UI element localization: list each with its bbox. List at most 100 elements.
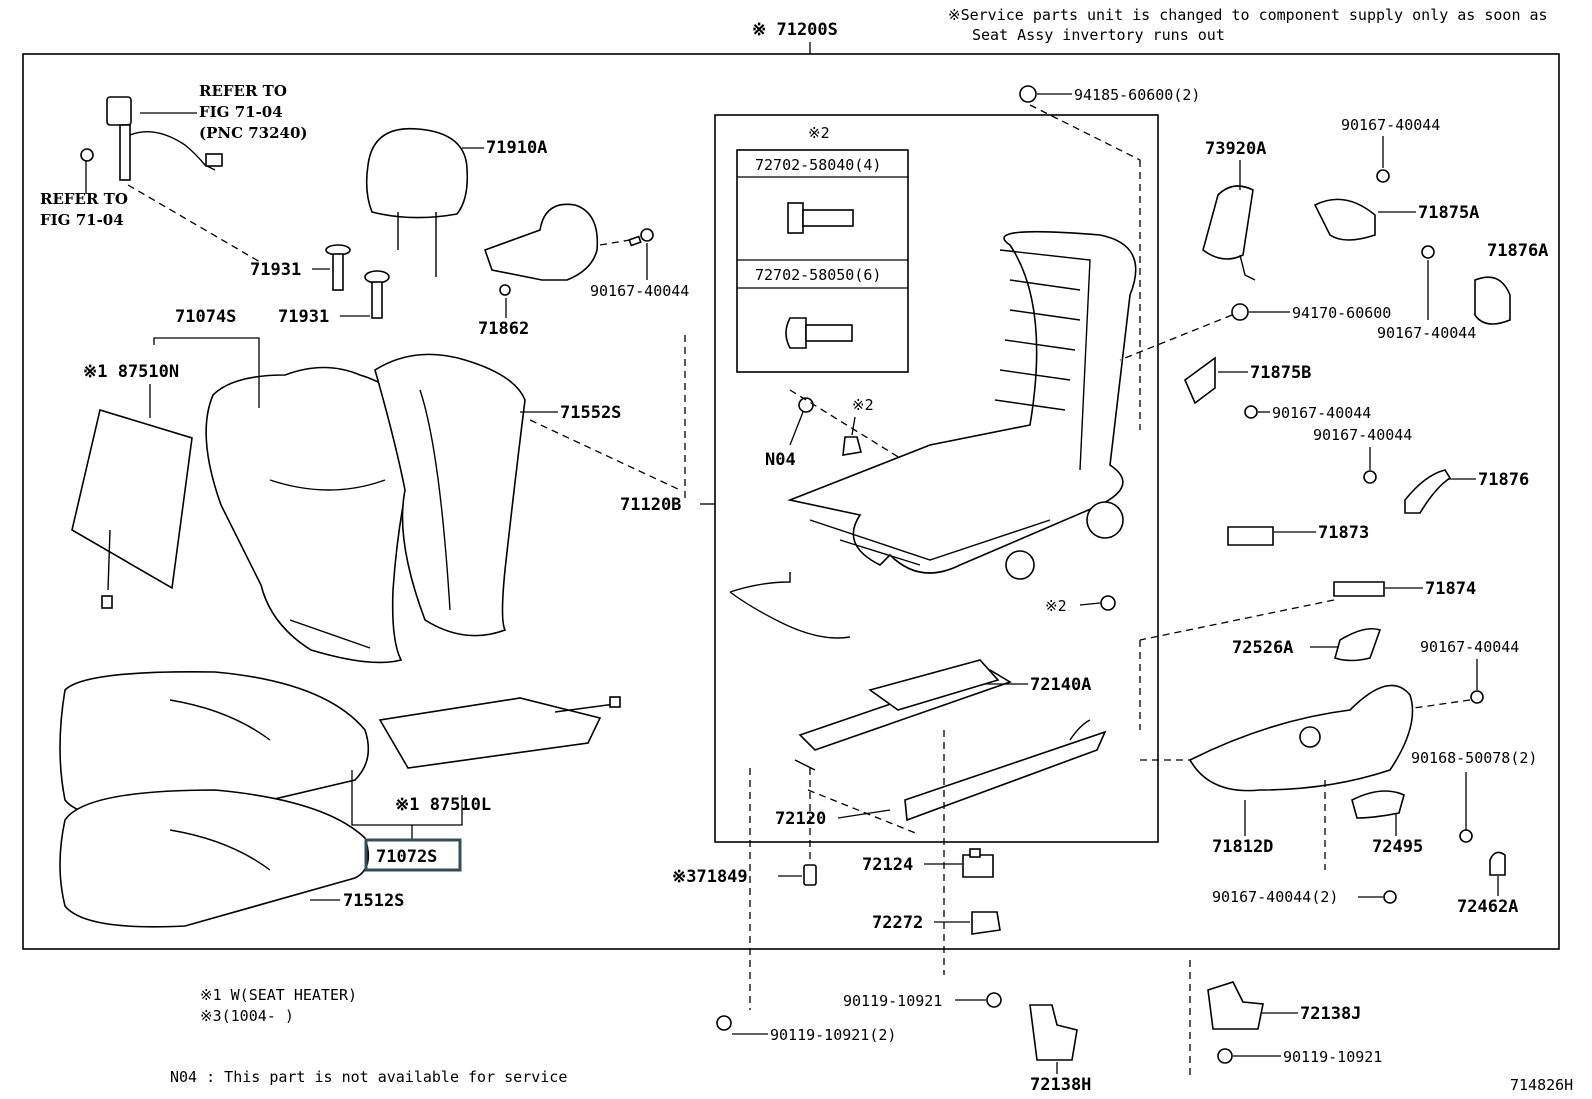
part-71931b-label: 71931 xyxy=(278,307,329,327)
part-star2a-label: ※2 xyxy=(852,396,874,414)
part-72120-leader xyxy=(837,809,891,819)
part-N04-leader xyxy=(789,411,804,446)
side-shield-icon xyxy=(1188,684,1414,792)
part-87510N-label: ※1 87510N xyxy=(83,362,179,382)
part-71931a-label: 71931 xyxy=(250,260,301,280)
cover-71876A-icon xyxy=(1474,276,1511,325)
seatbelt-buckle-icon xyxy=(80,96,223,181)
part-71074S-leader xyxy=(153,337,260,408)
part-72462A-label: 72462A xyxy=(1457,897,1518,917)
screw-a-icon xyxy=(787,202,854,234)
subbox-screw-a-label: 72702-58040(4) xyxy=(755,156,881,174)
part-90167-d-label: 90167-40044 xyxy=(1272,404,1371,422)
part-72138H-label: 72138H xyxy=(1030,1075,1091,1095)
bolt-90119-a-icon xyxy=(986,992,1002,1008)
seatback-heater-icon xyxy=(71,408,193,609)
bracket-71873-icon xyxy=(1227,526,1274,546)
part-71910A-label: 71910A xyxy=(486,138,547,158)
bolt-g-icon xyxy=(1383,890,1397,904)
part-star2b-label: ※2 xyxy=(1045,597,1067,615)
n04-dash xyxy=(789,389,901,459)
part-71552S-label: 71552S xyxy=(560,403,621,423)
nut-94170-dash xyxy=(1119,314,1233,361)
figure-id-label: 714826H xyxy=(1510,1076,1573,1094)
part-90167-f-label: 90167-40044 xyxy=(1420,638,1519,656)
part-90119-b-label: 90119-10921(2) xyxy=(770,1026,896,1044)
headrest-icon xyxy=(365,127,469,277)
subbox-screw-b-label: 72702-58050(6) xyxy=(755,266,881,284)
cap-72462A-icon xyxy=(1489,851,1506,876)
knob-72526A-icon xyxy=(1334,627,1382,662)
part-90119-a-label: 90119-10921 xyxy=(843,992,942,1010)
assembly-code-label: ※ 71200S xyxy=(752,20,838,40)
service-note-line1: ※Service parts unit is changed to compon… xyxy=(948,6,1548,24)
part-72526A-label: 72526A xyxy=(1232,638,1293,658)
n04-nut-icon xyxy=(798,397,814,413)
seat-heater-icon xyxy=(378,696,621,769)
lever-71876-icon xyxy=(1404,469,1452,514)
part-N04-label: N04 xyxy=(765,450,796,470)
cover-72138J-icon xyxy=(1207,981,1264,1030)
part-90168-label: 90168-50078(2) xyxy=(1411,749,1537,767)
refer-top-line2: FIG 71-04 xyxy=(199,103,283,121)
nut-94170-icon xyxy=(1231,303,1249,321)
part-star2a-leader xyxy=(851,416,856,436)
buckle-dash xyxy=(127,184,261,263)
part-72120-label: 72120 xyxy=(775,809,826,829)
refer-left-line1: REFER TO xyxy=(40,190,128,208)
seat-rail-icon xyxy=(794,659,1107,822)
bolt-90119-b-icon xyxy=(716,1015,732,1031)
footnote-n04: N04 : This part is not available for ser… xyxy=(170,1068,567,1086)
bolt-90119-c-icon xyxy=(1217,1048,1233,1064)
part-71862-label: 71862 xyxy=(478,319,529,339)
airbag-module-icon xyxy=(1202,185,1256,281)
part-71072S-label[interactable]: 71072S xyxy=(376,847,437,867)
bolt-71875A-icon xyxy=(1376,169,1390,183)
part-71812D-label: 71812D xyxy=(1212,837,1273,857)
screw-star2-a-icon xyxy=(842,436,862,456)
part-71875A-label: 71875A xyxy=(1418,203,1479,223)
part-90167-g-label: 90167-40044(2) xyxy=(1212,888,1338,906)
cover-72138H-icon xyxy=(1029,1004,1078,1061)
part-71876A-label: 71876A xyxy=(1487,241,1548,261)
part-94185-label: 94185-60600(2) xyxy=(1074,86,1200,104)
part-90119-c-label: 90119-10921 xyxy=(1283,1048,1382,1066)
clip-72124-icon xyxy=(962,848,994,878)
nut-94185-dash xyxy=(1029,104,1141,161)
part-72495-label: 72495 xyxy=(1372,837,1423,857)
footnote-date-range: ※3(1004- ) xyxy=(200,1007,294,1025)
part-71512S-label: 71512S xyxy=(343,891,404,911)
bolt-90168-icon xyxy=(1459,829,1473,843)
bolt-71876A-icon xyxy=(1421,245,1435,259)
part-71072S-highlight[interactable] xyxy=(364,838,462,872)
seat-cushion-frame-icon xyxy=(59,789,370,928)
seatback-dash xyxy=(529,419,681,491)
part-72138J-label: 72138J xyxy=(1300,1004,1361,1024)
headrest-support-icon xyxy=(325,244,390,319)
assembly-frame xyxy=(22,53,1560,950)
part-90167-40044-a-label: 90167-40044 xyxy=(590,282,689,300)
screw-b-icon xyxy=(785,317,853,349)
seatback-cover-icon xyxy=(374,353,526,637)
part-90167-b-label: 90167-40044 xyxy=(1341,116,1440,134)
refer-top-line1: REFER TO xyxy=(199,82,287,100)
part-71874-label: 71874 xyxy=(1425,579,1476,599)
frame-group-box xyxy=(714,114,1159,843)
bracket-71874-icon xyxy=(1333,581,1385,597)
service-note-line2: Seat Assy invertory runs out xyxy=(972,26,1225,44)
cover-71875B-icon xyxy=(1184,356,1216,405)
screw-star2-b-icon xyxy=(1100,595,1116,611)
recliner-cover-icon xyxy=(483,203,599,296)
bolt-71876-icon xyxy=(1363,470,1377,484)
subbox-title: ※2 xyxy=(808,124,830,142)
seat-frame-icon xyxy=(729,230,1137,639)
refer-top-line3: (PNC 73240) xyxy=(199,124,308,142)
footnote-seat-heater: ※1 W(SEAT HEATER) xyxy=(200,986,357,1004)
clip-72272-icon xyxy=(971,911,1001,935)
part-71074S-label: 71074S xyxy=(175,307,236,327)
cover-71875A-icon xyxy=(1313,198,1376,241)
part-73920A-label: 73920A xyxy=(1205,139,1266,159)
knob-72495-icon xyxy=(1351,790,1405,819)
part-72140A-label: 72140A xyxy=(1030,675,1091,695)
